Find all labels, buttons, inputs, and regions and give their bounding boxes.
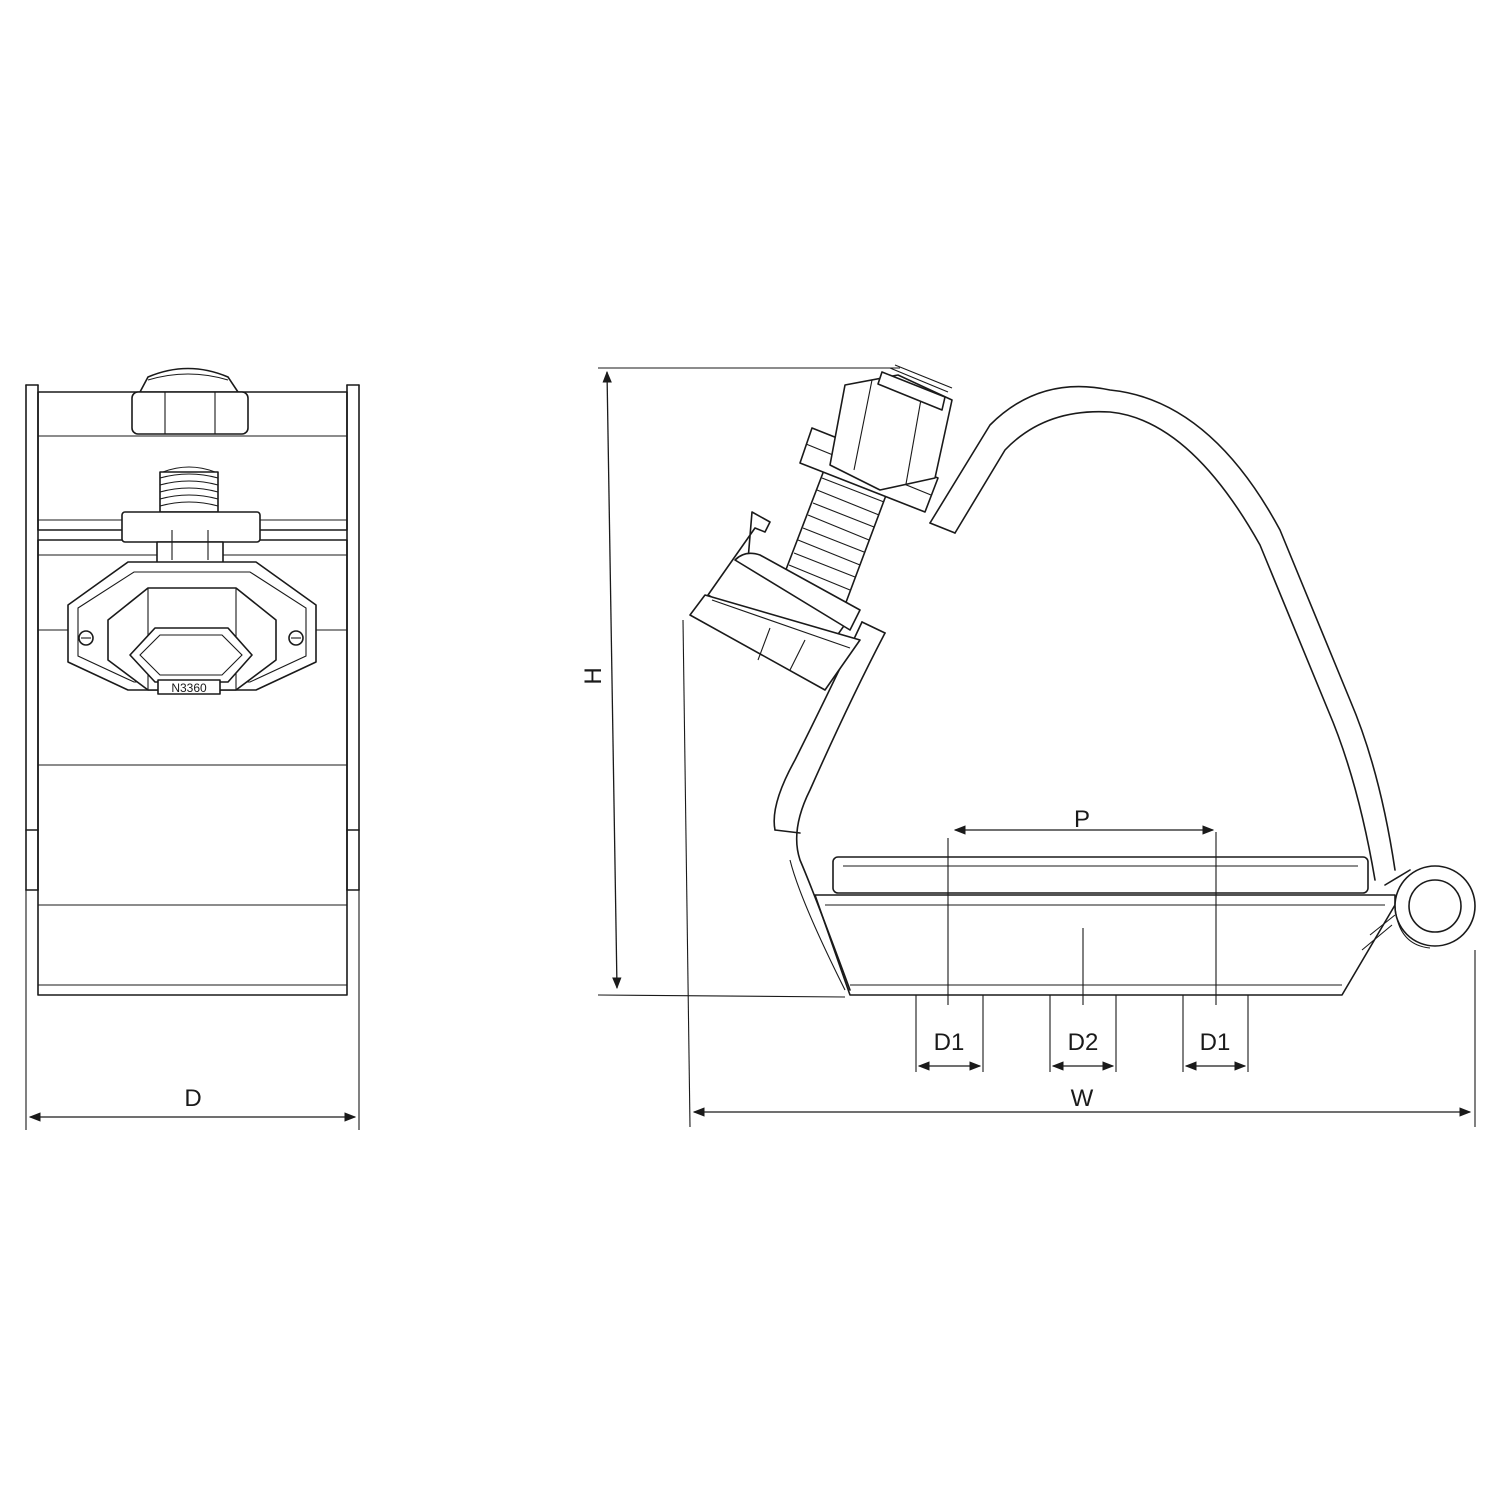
side-nut (799, 364, 953, 513)
front-threaded-stud (159, 466, 219, 513)
dimension-height-label: H (580, 667, 607, 684)
side-hinge (1361, 865, 1476, 951)
dimension-depth-label: D (184, 1085, 201, 1112)
dimension-width-label: W (1071, 1085, 1094, 1112)
side-clamp-jaw (689, 511, 861, 691)
front-view: N3360 D (25, 367, 360, 1130)
dimension-d1-right-label: D1 (1200, 1029, 1231, 1056)
dimension-d2-label: D2 (1068, 1029, 1099, 1056)
dimension-pitch: P (947, 806, 1217, 1005)
front-top-nut (131, 367, 249, 435)
side-tray (814, 856, 1396, 996)
side-view: H W P D1 D2 (580, 364, 1476, 1128)
dimension-pitch-label: P (1074, 806, 1090, 833)
dimension-cable-d1-right: D1 (1182, 995, 1249, 1072)
dimension-cable-d2: D2 (1049, 995, 1117, 1072)
dimension-width: W (682, 619, 1476, 1128)
part-stamp: N3360 (171, 681, 207, 695)
dimension-d1-left-label: D1 (934, 1029, 965, 1056)
dimension-height: H (580, 367, 900, 998)
dimension-cable-d1-left: D1 (915, 995, 984, 1072)
side-strap (773, 385, 1396, 991)
front-saddle: N3360 (67, 561, 317, 695)
dimension-depth: D (25, 890, 360, 1130)
